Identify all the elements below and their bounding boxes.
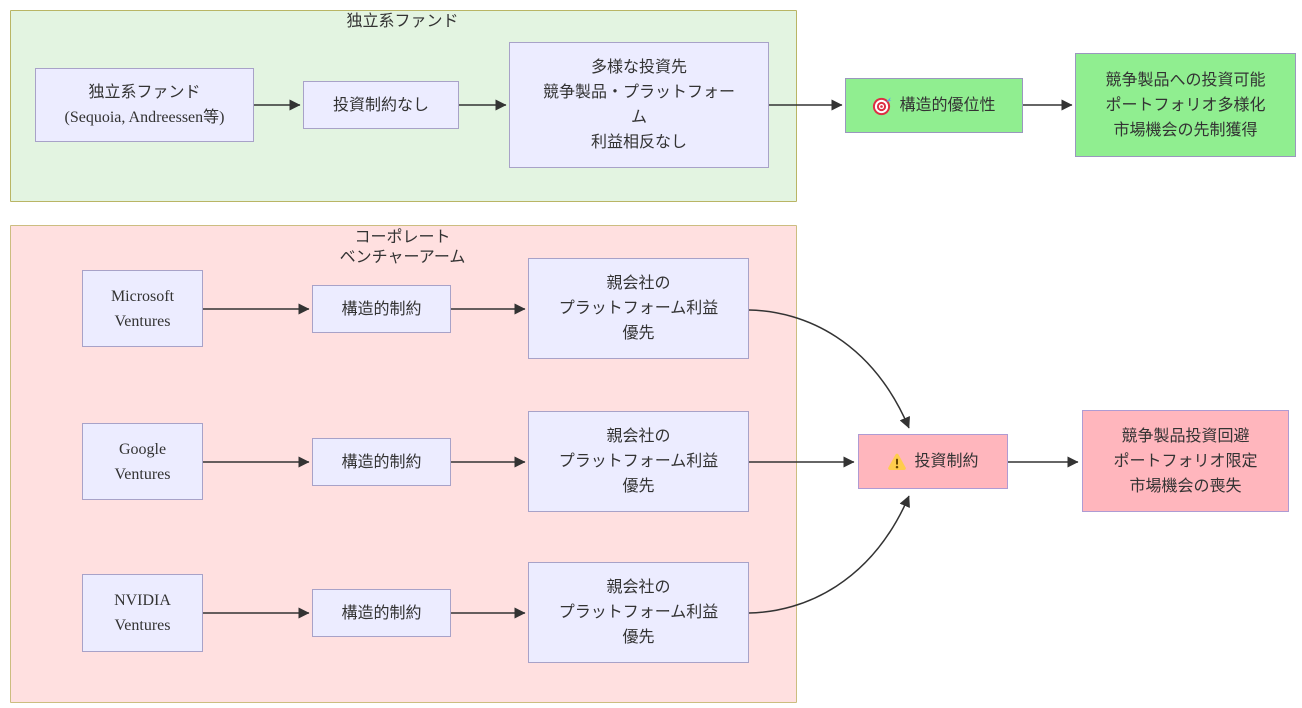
corporate-cluster-title: コーポレート ベンチャーアーム bbox=[10, 228, 795, 268]
diverse-targets-line2: 競争製品・プラットフォー bbox=[542, 84, 735, 101]
priority3-line2: プラットフォーム利益 bbox=[558, 604, 719, 621]
constraint-node-3: 構造的制約 bbox=[312, 589, 451, 637]
independent-fund-node: 独立系ファンド (Sequoia, Andreessen等) bbox=[35, 68, 254, 142]
priority3-line1: 親会社の bbox=[606, 579, 671, 596]
priority2-line2: プラットフォーム利益 bbox=[558, 453, 719, 470]
warning-icon bbox=[887, 452, 907, 472]
microsoft-ventures-node: Microsoft Ventures bbox=[82, 270, 203, 347]
structural-advantage-node: 構造的優位性 bbox=[845, 78, 1023, 133]
priority2-line3: 優先 bbox=[622, 478, 655, 495]
independent-cluster-title: 独立系ファンド bbox=[346, 13, 459, 30]
diverse-targets-node: 多様な投資先 競争製品・プラットフォー ム 利益相反なし bbox=[509, 42, 769, 168]
no-constraint-label: 投資制約なし bbox=[332, 96, 429, 114]
priority-node-1: 親会社の プラットフォーム利益 優先 bbox=[528, 258, 749, 359]
structural-advantage-label: 構造的優位性 bbox=[899, 97, 996, 114]
google-ventures-line2: Ventures bbox=[114, 465, 171, 483]
independent-fund-line1: 独立系ファンド bbox=[88, 84, 201, 101]
edge-priority3-to-risk bbox=[748, 495, 910, 614]
edge-priority1-to-risk bbox=[748, 309, 910, 429]
microsoft-ventures-line2: Ventures bbox=[114, 312, 171, 330]
corporate-cluster-title-line2: ベンチャーアーム bbox=[339, 249, 466, 266]
advantage-result-line2: ポートフォリオ多様化 bbox=[1105, 96, 1266, 114]
priority1-line1: 親会社の bbox=[606, 275, 671, 292]
risk-result-line3: 市場機会の喪失 bbox=[1129, 477, 1242, 495]
risk-result-node: 競争製品投資回避 ポートフォリオ限定 市場機会の喪失 bbox=[1082, 410, 1289, 512]
advantage-result-line1: 競争製品への投資可能 bbox=[1105, 71, 1266, 89]
corporate-cluster-title-line1: コーポレート bbox=[354, 229, 451, 246]
advantage-result-line3: 市場機会の先制獲得 bbox=[1113, 121, 1258, 139]
target-icon bbox=[872, 96, 892, 116]
constraint-node-1: 構造的制約 bbox=[312, 285, 451, 333]
constraint-label-3: 構造的制約 bbox=[341, 604, 422, 622]
microsoft-ventures-line1: Microsoft bbox=[110, 287, 175, 305]
priority-node-3: 親会社の プラットフォーム利益 優先 bbox=[528, 562, 749, 663]
no-constraint-node: 投資制約なし bbox=[303, 81, 459, 129]
priority2-line1: 親会社の bbox=[606, 428, 671, 445]
nvidia-ventures-line1: NVIDIA bbox=[114, 592, 171, 609]
priority1-line2: プラットフォーム利益 bbox=[558, 300, 719, 317]
priority1-line3: 優先 bbox=[622, 325, 655, 342]
constraint-label-1: 構造的制約 bbox=[341, 300, 422, 318]
nvidia-ventures-node: NVIDIA Ventures bbox=[82, 574, 203, 652]
constraint-node-2: 構造的制約 bbox=[312, 438, 451, 486]
nvidia-ventures-line2: Ventures bbox=[114, 617, 171, 634]
constraint-label-2: 構造的制約 bbox=[341, 453, 422, 471]
diverse-targets-line4: 利益相反なし bbox=[590, 134, 687, 151]
diverse-targets-line3: ム bbox=[630, 109, 647, 126]
risk-result-line2: ポートフォリオ限定 bbox=[1113, 452, 1258, 470]
google-ventures-line1: Google bbox=[118, 440, 167, 458]
risk-result-line1: 競争製品投資回避 bbox=[1121, 427, 1250, 445]
google-ventures-node: Google Ventures bbox=[82, 423, 203, 500]
diverse-targets-line1: 多様な投資先 bbox=[590, 59, 687, 76]
priority-node-2: 親会社の プラットフォーム利益 優先 bbox=[528, 411, 749, 512]
investment-constraint-label: 投資制約 bbox=[914, 453, 979, 470]
independent-fund-line2: (Sequoia, Andreessen等) bbox=[64, 109, 225, 126]
advantage-result-node: 競争製品への投資可能 ポートフォリオ多様化 市場機会の先制獲得 bbox=[1075, 53, 1296, 157]
priority3-line3: 優先 bbox=[622, 629, 655, 646]
investment-constraint-node: 投資制約 bbox=[858, 434, 1008, 489]
